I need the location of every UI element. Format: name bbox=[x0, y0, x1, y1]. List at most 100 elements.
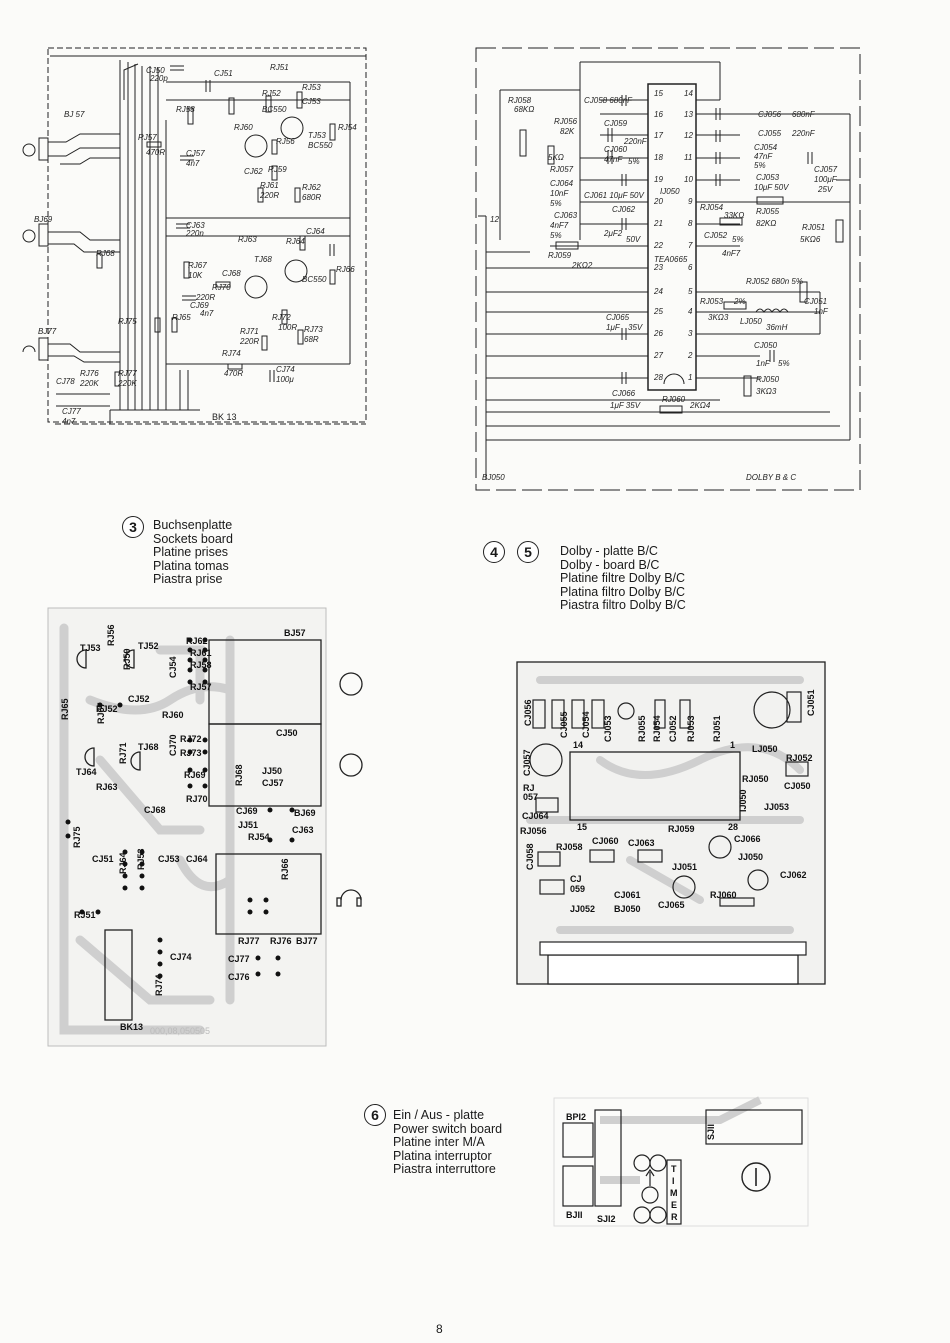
caption-line: Platine filtre Dolby B/C bbox=[560, 571, 686, 585]
svg-text:100μF: 100μF bbox=[814, 175, 838, 184]
svg-text:RJ73: RJ73 bbox=[304, 325, 323, 334]
svg-text:CJ060: CJ060 bbox=[604, 145, 628, 154]
svg-text:JJ050: JJ050 bbox=[738, 852, 763, 862]
svg-text:CJ68: CJ68 bbox=[222, 269, 241, 278]
svg-text:RJ52: RJ52 bbox=[96, 704, 118, 714]
svg-text:RJ62: RJ62 bbox=[302, 183, 321, 192]
svg-text:RJ73: RJ73 bbox=[180, 748, 202, 758]
svg-text:CJ69: CJ69 bbox=[236, 806, 258, 816]
svg-text:CJ054: CJ054 bbox=[754, 143, 778, 152]
svg-text:059: 059 bbox=[570, 884, 585, 894]
svg-text:IJ050: IJ050 bbox=[738, 789, 748, 812]
svg-text:CJ64: CJ64 bbox=[186, 854, 208, 864]
svg-text:RJ58: RJ58 bbox=[190, 660, 212, 670]
svg-text:11: 11 bbox=[684, 153, 692, 162]
svg-text:RJ75: RJ75 bbox=[72, 826, 82, 848]
caption-line: Dolby - platte B/C bbox=[560, 544, 658, 558]
svg-text:5%: 5% bbox=[778, 359, 790, 368]
svg-text:BC550: BC550 bbox=[308, 141, 333, 150]
caption-line: Sockets board bbox=[153, 531, 233, 546]
svg-text:RJ053: RJ053 bbox=[700, 297, 724, 306]
svg-text:47nF: 47nF bbox=[754, 152, 773, 161]
svg-text:CJ051: CJ051 bbox=[806, 689, 816, 716]
pcb-footprint-code: 000,08,050505 bbox=[150, 1026, 210, 1036]
svg-text:5%: 5% bbox=[754, 161, 766, 170]
bpi2-label: BPI2 bbox=[566, 1112, 586, 1122]
caption-sockets-board: Buchsenplatte Sockets board Platine pris… bbox=[153, 518, 233, 587]
svg-text:RJ050: RJ050 bbox=[756, 375, 780, 384]
svg-text:68KΩ: 68KΩ bbox=[514, 105, 534, 114]
svg-text:JJ052: JJ052 bbox=[570, 904, 595, 914]
svg-text:28: 28 bbox=[728, 822, 738, 832]
svg-text:RJ76: RJ76 bbox=[80, 369, 99, 378]
svg-text:CJ51: CJ51 bbox=[92, 854, 114, 864]
svg-text:JJ50: JJ50 bbox=[262, 766, 282, 776]
svg-text:IJ050: IJ050 bbox=[660, 187, 680, 196]
svg-text:TJ68: TJ68 bbox=[254, 255, 272, 264]
caption-line: Piastra prise bbox=[153, 572, 223, 586]
svg-text:9: 9 bbox=[688, 197, 693, 206]
svg-text:10K: 10K bbox=[188, 271, 203, 280]
svg-text:CJ68: CJ68 bbox=[144, 805, 166, 815]
svg-text:CJ053: CJ053 bbox=[603, 715, 613, 742]
svg-text:RJ74: RJ74 bbox=[154, 974, 164, 996]
svg-text:CJ57: CJ57 bbox=[262, 778, 284, 788]
svg-text:RJ060: RJ060 bbox=[710, 890, 737, 900]
svg-text:220K: 220K bbox=[79, 379, 99, 388]
svg-text:RJ67: RJ67 bbox=[96, 702, 106, 724]
svg-text:RJ055: RJ055 bbox=[637, 715, 647, 742]
svg-text:CJ057: CJ057 bbox=[814, 165, 838, 174]
svg-text:CJ052: CJ052 bbox=[668, 715, 678, 742]
section-number-4: 4 bbox=[483, 541, 505, 563]
svg-text:7: 7 bbox=[688, 241, 693, 250]
svg-text:RJ056: RJ056 bbox=[520, 826, 547, 836]
svg-text:BJ57: BJ57 bbox=[284, 628, 306, 638]
caption-dolby-board: Dolby - platte B/C Dolby - board B/C Pla… bbox=[560, 544, 686, 613]
svg-text:RJ54: RJ54 bbox=[338, 123, 357, 132]
svg-text:4n7: 4n7 bbox=[62, 417, 76, 426]
svg-text:220R: 220R bbox=[259, 191, 279, 200]
svg-text:LJ050: LJ050 bbox=[752, 744, 778, 754]
caption-line: Platina interruptor bbox=[393, 1148, 492, 1163]
svg-text:CJ76: CJ76 bbox=[228, 972, 250, 982]
svg-text:CJ63: CJ63 bbox=[292, 825, 314, 835]
svg-text:RJ61: RJ61 bbox=[260, 181, 279, 190]
section-number-6: 6 bbox=[364, 1104, 386, 1126]
svg-text:RJ: RJ bbox=[523, 783, 535, 793]
svg-text:100μ: 100μ bbox=[276, 375, 294, 384]
svg-text:50V: 50V bbox=[626, 235, 641, 244]
svg-text:CJ050: CJ050 bbox=[754, 341, 778, 350]
sji2-label: SJI2 bbox=[597, 1214, 616, 1224]
svg-text:RJ052 680n 5%: RJ052 680n 5% bbox=[746, 277, 803, 286]
svg-text:RJ059: RJ059 bbox=[668, 824, 695, 834]
svg-text:35V: 35V bbox=[628, 323, 643, 332]
svg-text:10μF 50V: 10μF 50V bbox=[754, 183, 789, 192]
svg-text:1μF 35V: 1μF 35V bbox=[610, 401, 641, 410]
svg-text:220nF: 220nF bbox=[791, 129, 816, 138]
sjii-label: SJII bbox=[706, 1124, 716, 1140]
svg-text:36mH: 36mH bbox=[766, 323, 788, 332]
svg-text:RJ56: RJ56 bbox=[276, 137, 295, 146]
svg-text:RJ053: RJ053 bbox=[686, 715, 696, 742]
svg-text:RJ53: RJ53 bbox=[136, 848, 146, 870]
svg-text:RJ57: RJ57 bbox=[138, 133, 157, 142]
svg-text:2μF2: 2μF2 bbox=[603, 229, 623, 238]
svg-text:RJ69: RJ69 bbox=[184, 770, 206, 780]
svg-text:CJ64: CJ64 bbox=[306, 227, 325, 236]
svg-text:17: 17 bbox=[654, 131, 663, 140]
svg-text:RJ66: RJ66 bbox=[336, 265, 355, 274]
svg-text:RJ71: RJ71 bbox=[118, 742, 128, 764]
page-number: 8 bbox=[436, 1322, 443, 1336]
svg-text:82KΩ: 82KΩ bbox=[756, 219, 776, 228]
svg-text:CJ055: CJ055 bbox=[758, 129, 782, 138]
svg-text:CJ69: CJ69 bbox=[190, 301, 209, 310]
svg-text:RJ057: RJ057 bbox=[550, 165, 574, 174]
svg-text:4n7: 4n7 bbox=[200, 309, 214, 318]
svg-text:CJ057: CJ057 bbox=[522, 749, 532, 776]
svg-text:CJ056: CJ056 bbox=[758, 110, 782, 119]
svg-text:CJ056: CJ056 bbox=[523, 699, 533, 726]
svg-text:RJ054: RJ054 bbox=[652, 715, 662, 742]
svg-text:4n7: 4n7 bbox=[186, 159, 200, 168]
